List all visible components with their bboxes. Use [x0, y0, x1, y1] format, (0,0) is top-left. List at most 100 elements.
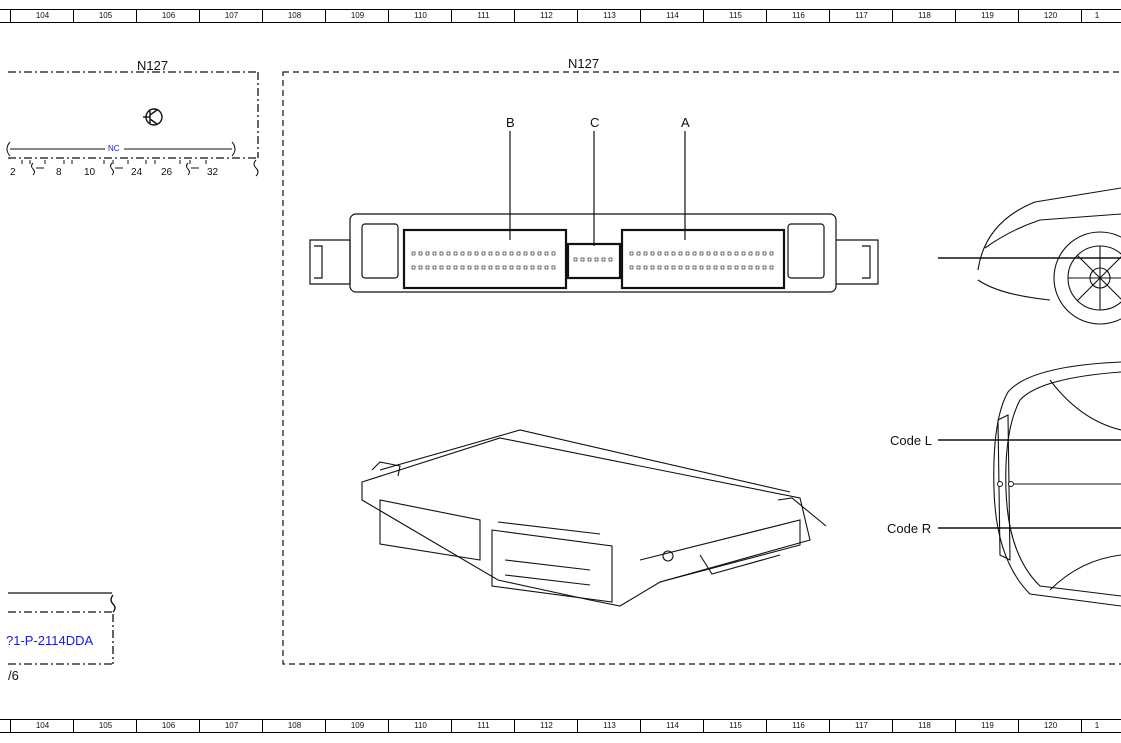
control-unit-isometric-view [361, 429, 827, 607]
connector-pin [706, 265, 711, 270]
connector-pin [643, 251, 648, 256]
connector-pin [734, 265, 739, 270]
ruler-cell: 114 [640, 720, 704, 732]
ruler-cell: 109 [325, 10, 389, 22]
connector-pin [713, 265, 718, 270]
connector-pin [720, 265, 725, 270]
reference-link[interactable]: ?1-P-2114DDA [6, 633, 94, 648]
connector-pin [762, 265, 767, 270]
pin-label: 2 [10, 167, 16, 178]
footer-text: /6 [8, 668, 19, 683]
connector-pin [580, 257, 585, 262]
ruler-cell: 106 [136, 10, 200, 22]
main-component-frame [282, 71, 1121, 665]
ruler-cell: 108 [262, 10, 326, 22]
ruler-cell: 112 [514, 720, 578, 732]
connector-pin [699, 251, 704, 256]
connector-pin [748, 265, 753, 270]
ruler-cell: 119 [955, 720, 1019, 732]
connector-pin [601, 257, 606, 262]
connector-pin [537, 251, 542, 256]
connector-pin [671, 251, 676, 256]
connector-pin [425, 251, 430, 256]
connector-pin [551, 265, 556, 270]
connector-pin [544, 251, 549, 256]
connector-pin [741, 265, 746, 270]
connector-pin [748, 251, 753, 256]
connector-label-c: C [590, 115, 600, 130]
connector-pin [734, 251, 739, 256]
connector-pin [467, 265, 472, 270]
ruler-cell: 1 [1081, 10, 1112, 22]
nc-label: NC [108, 144, 120, 153]
connector-pin [713, 251, 718, 256]
ruler-cell: 104 [10, 10, 74, 22]
ruler-cell: 119 [955, 10, 1019, 22]
connector-pin [664, 251, 669, 256]
connector-pin [699, 265, 704, 270]
connector-pin [460, 265, 465, 270]
connector-pins [411, 251, 774, 270]
sensor-dots [997, 481, 1121, 487]
connector-pin [439, 265, 444, 270]
ruler-cell: 112 [514, 10, 578, 22]
ruler-cell: 120 [1018, 720, 1082, 732]
connector-pin [692, 265, 697, 270]
ruler-cell: 108 [262, 720, 326, 732]
connector-pin [474, 251, 479, 256]
ruler-cell: 118 [892, 720, 956, 732]
ruler-cell: 117 [829, 720, 893, 732]
connector-pin [551, 251, 556, 256]
ruler-cell: 106 [136, 720, 200, 732]
left-lower-box [8, 592, 116, 665]
pin-label: 24 [131, 167, 143, 178]
ruler-cell: 113 [577, 10, 641, 22]
ruler-cell: 110 [388, 10, 452, 22]
connector-pin [411, 251, 416, 256]
nc-bus-line [6, 141, 236, 157]
ruler-cell: 116 [766, 10, 830, 22]
transistor-icon [143, 108, 163, 126]
connector-pin [636, 265, 641, 270]
connector-leader-lines [509, 131, 686, 246]
connector-label-a: A [681, 115, 690, 130]
connector-pin [636, 251, 641, 256]
connector-pin [537, 265, 542, 270]
connector-pin [678, 251, 683, 256]
ruler-cell: 105 [73, 10, 137, 22]
connector-pin [453, 265, 458, 270]
ruler-cell: 111 [451, 10, 515, 22]
connector-pin [495, 265, 500, 270]
ruler-cell: 104 [10, 720, 74, 732]
ruler-cell: 120 [1018, 10, 1082, 22]
connector-pin [727, 251, 732, 256]
connector-pin [755, 251, 760, 256]
connector-pin [446, 265, 451, 270]
ruler-cell: 105 [73, 720, 137, 732]
ruler-cell: 115 [703, 10, 767, 22]
pin-label: 32 [207, 167, 219, 178]
connector-pin [685, 265, 690, 270]
vehicle-front-top [977, 187, 1121, 325]
ruler-cell: 114 [640, 10, 704, 22]
connector-pin [657, 265, 662, 270]
pin-label: 26 [161, 167, 173, 178]
connector-pin [446, 251, 451, 256]
ruler-cell: 111 [451, 720, 515, 732]
pin-label: 8 [56, 167, 62, 178]
connector-pin [671, 265, 676, 270]
connector-pin [727, 265, 732, 270]
ruler-cell: 110 [388, 720, 452, 732]
connector-pin [523, 251, 528, 256]
connector-pin [516, 265, 521, 270]
connector-pin [495, 251, 500, 256]
code-r-label: Code R [887, 521, 932, 536]
connector-pin [643, 265, 648, 270]
connector-pin [488, 251, 493, 256]
connector-pin [467, 251, 472, 256]
connector-pin [629, 251, 634, 256]
pin-stubs [21, 159, 259, 177]
ruler-cell: 107 [199, 10, 263, 22]
